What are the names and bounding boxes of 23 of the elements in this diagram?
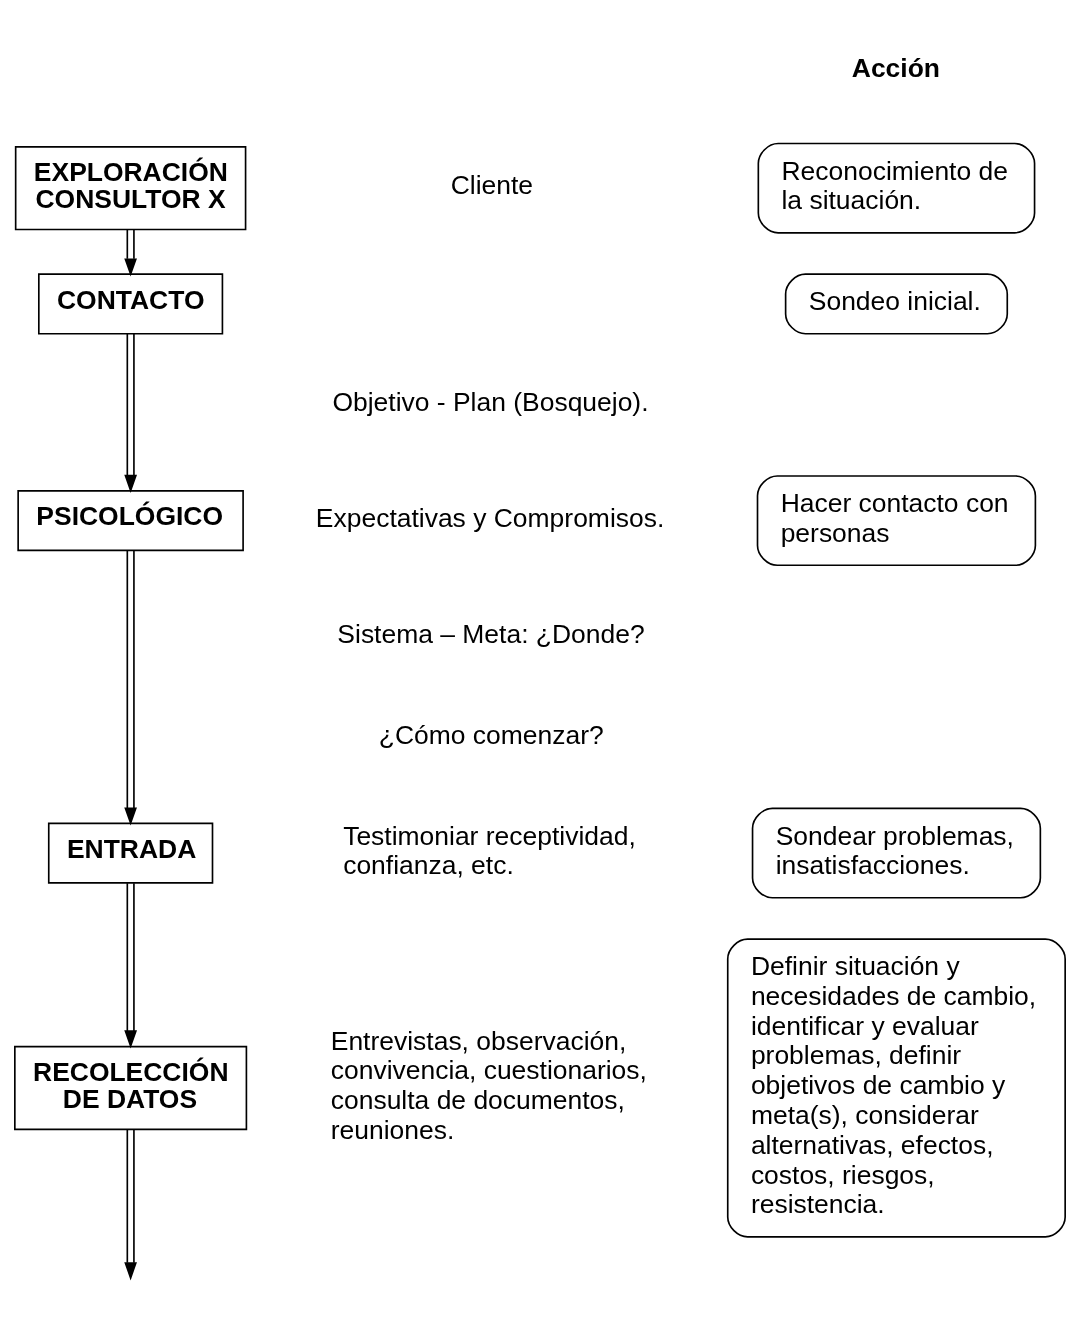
- node-box: Sondeo inicial.: [784, 272, 1009, 335]
- node-box: RECOLECCIÓN DE DATOS: [14, 1045, 248, 1130]
- node-box: Sondear problemas, insatisfacciones.: [751, 807, 1042, 899]
- node-box: Reconocimiento de la situación.: [757, 142, 1036, 234]
- arrow: [124, 1128, 137, 1280]
- arrow: [124, 881, 137, 1048]
- arrow: [124, 228, 137, 277]
- node-box: PSICOLÓGICO: [17, 489, 244, 551]
- node-box: Hacer contacto con personas: [756, 474, 1037, 566]
- label: Expectativas y Compromisos.: [315, 502, 665, 533]
- node-box: EXPLORACIÓN CONSULTOR X: [14, 145, 247, 230]
- node-box: Definir situación y necesidades de cambio, identificar y evaluar problemas, definir objetivos de cambio y meta(s), considerar alternativas, efectos, costos, riesgos, resistencia.: [726, 937, 1066, 1238]
- label: Entrevistas, observación, convivencia, cuestionarios, consulta de documentos, reuniones.: [330, 1025, 647, 1145]
- label: Testimoniar receptividad, confianza, etc.: [343, 820, 636, 880]
- label: Sistema – Meta: ¿Donde?: [337, 618, 645, 649]
- label: Acción: [851, 52, 940, 83]
- node-box: CONTACTO: [38, 272, 224, 335]
- label: Cliente: [450, 169, 534, 200]
- arrow: [124, 549, 137, 826]
- arrow: [124, 332, 137, 493]
- node-box: ENTRADA: [47, 822, 214, 884]
- label: ¿Cómo comenzar?: [378, 719, 604, 750]
- label: Objetivo - Plan (Bosquejo).: [332, 386, 649, 417]
